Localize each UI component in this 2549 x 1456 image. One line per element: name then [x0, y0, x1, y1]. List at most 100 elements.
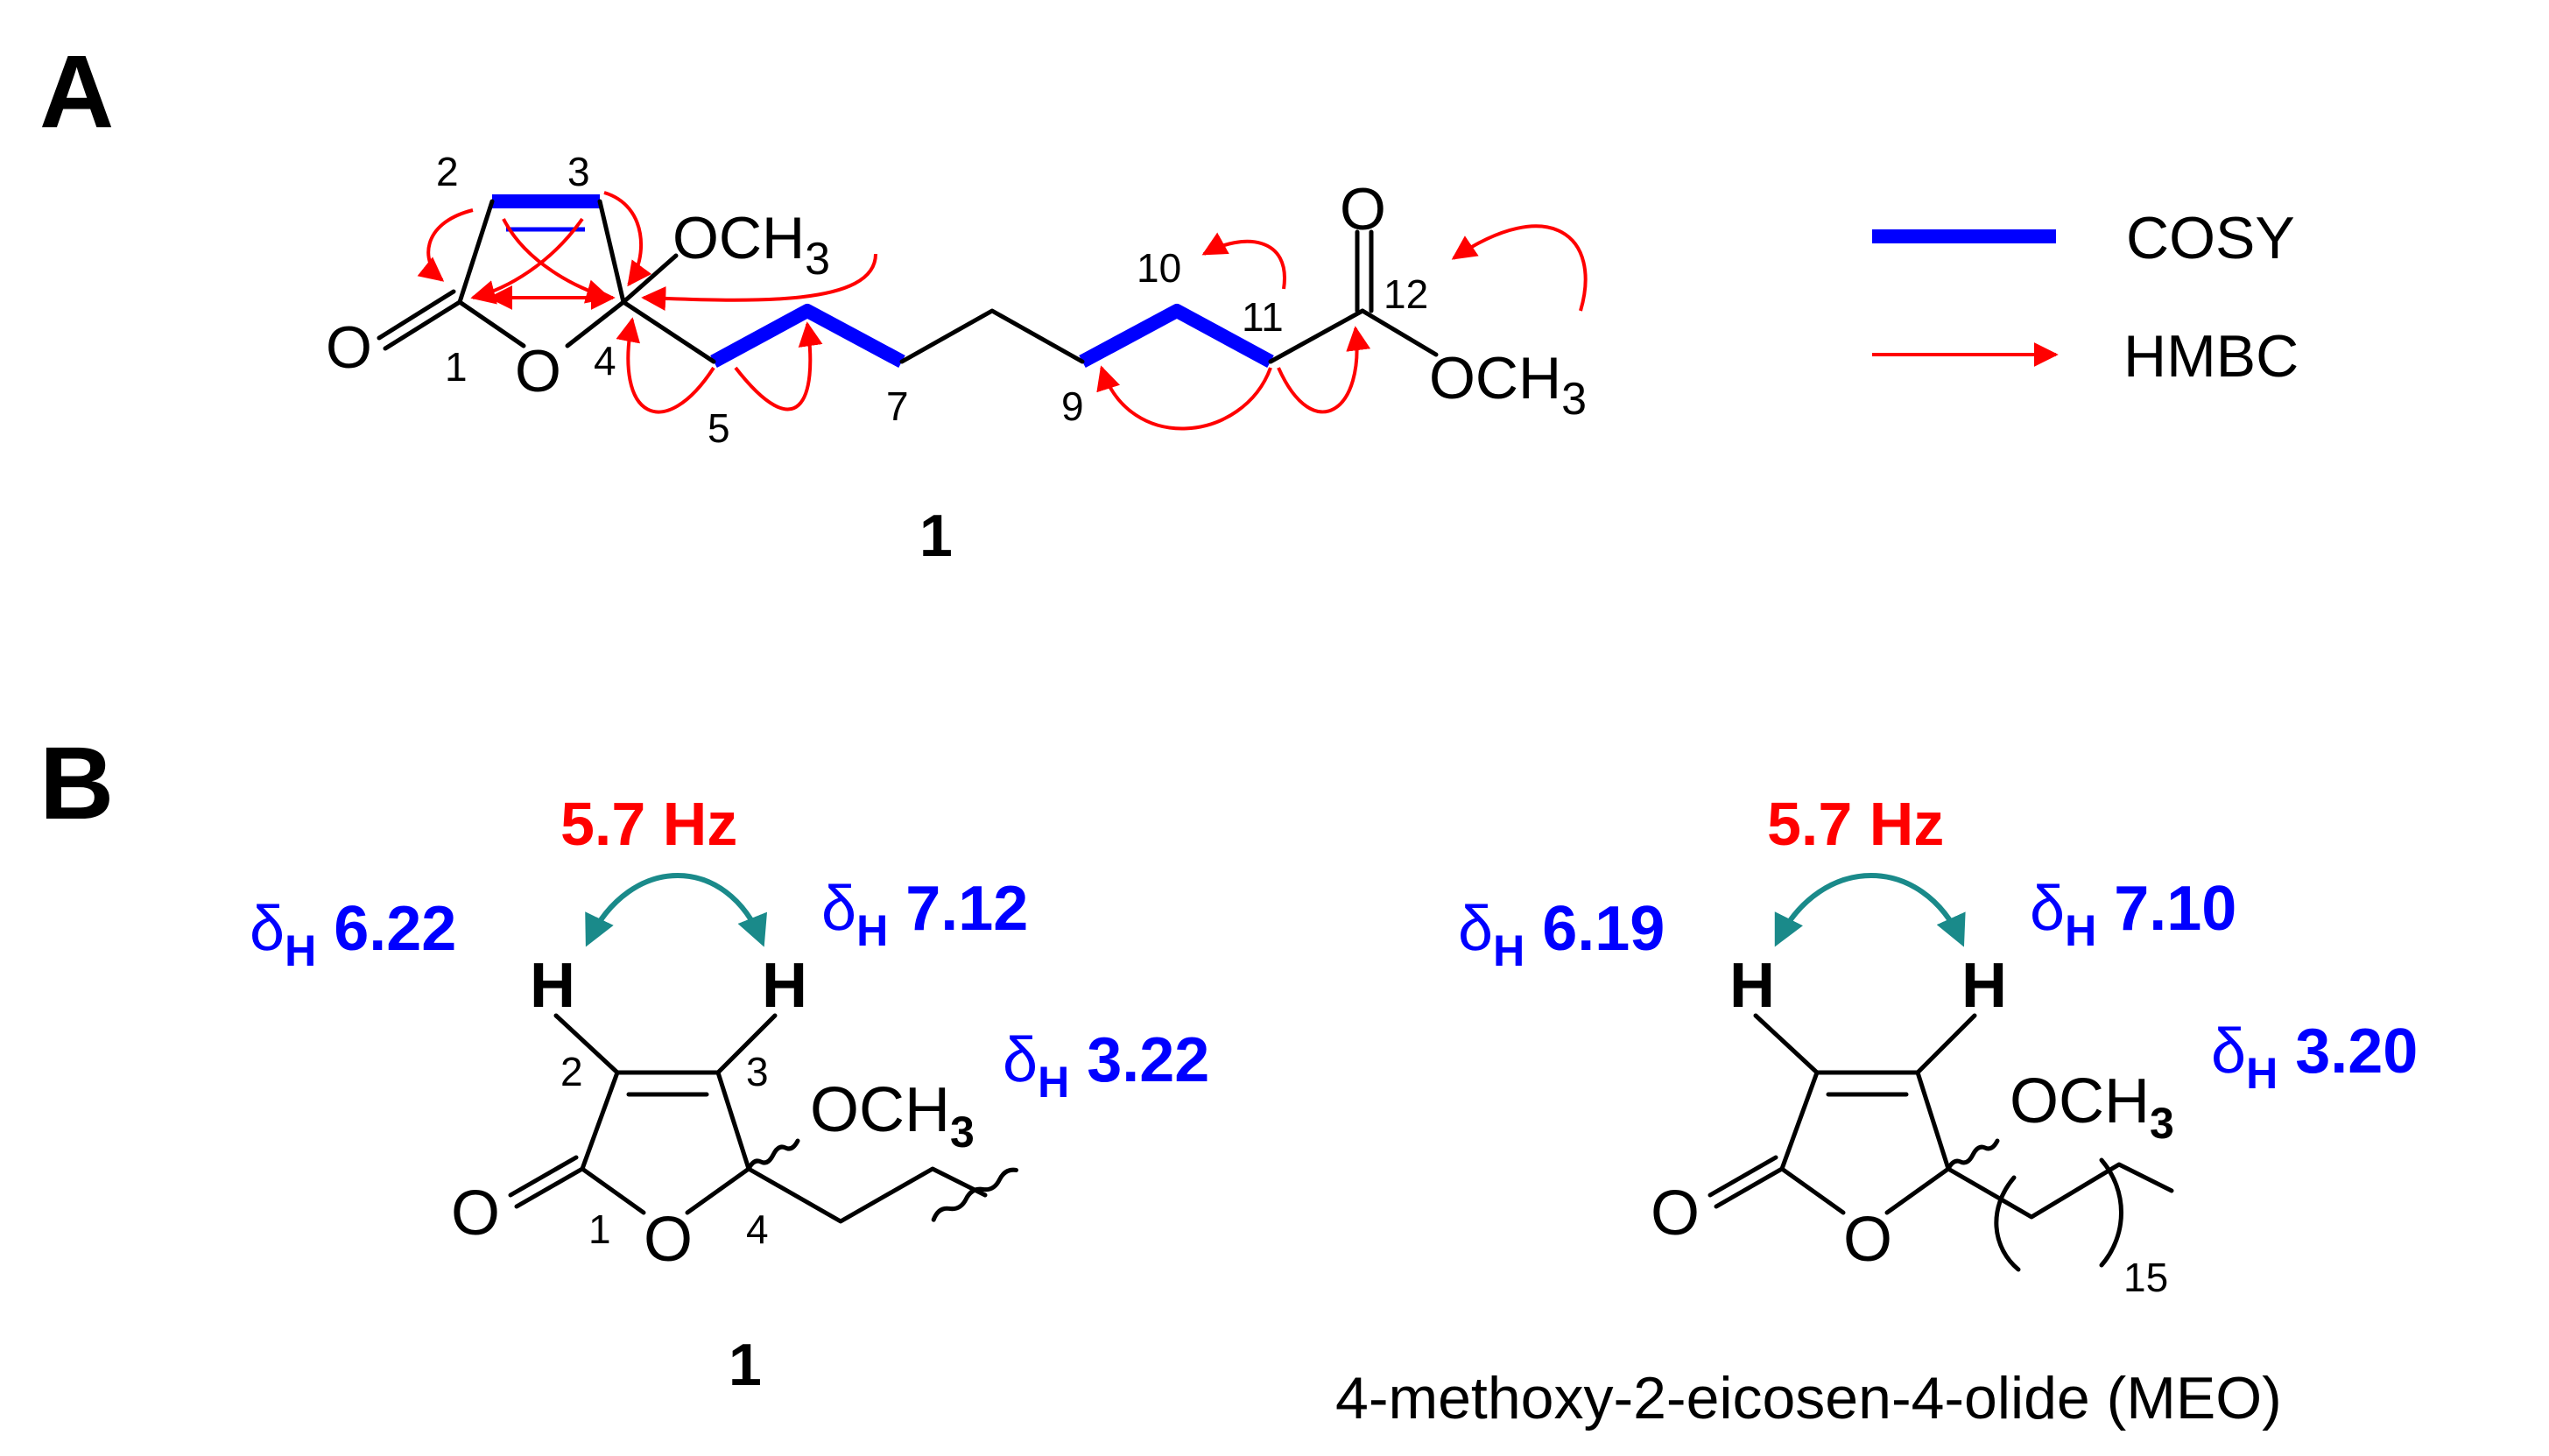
hmbc-arrow-h11-c9	[1096, 365, 1272, 431]
panel-a: A	[39, 34, 2299, 569]
bond-c3-c4-left	[715, 1070, 751, 1171]
atom-ring-o-right: O	[1843, 1205, 1892, 1275]
shift-h3-left: δH 7.12	[821, 874, 1028, 955]
bond-c3-c4	[597, 199, 626, 305]
bond-h3-c3-left	[715, 1013, 778, 1075]
carbon-number-4: 4	[594, 338, 616, 383]
bond-c1-carbonyl-a	[383, 299, 462, 351]
bond-c4-o-right	[1884, 1166, 1951, 1215]
shift-h3-right: δH 7.10	[2030, 874, 2236, 955]
hmbc-arrow-h2-c1	[417, 208, 474, 282]
bond-c1-carbonyl-b	[377, 289, 456, 341]
carbon-number-9: 9	[1061, 383, 1084, 429]
carbon-number-3-left: 3	[746, 1049, 769, 1094]
bond-c1-carbonyl-b-left	[508, 1155, 579, 1198]
atom-carbonyl-o-right: O	[1651, 1178, 1700, 1249]
coupling-arrow-left	[585, 873, 767, 947]
atom-ome-right: OCH3	[2010, 1066, 2174, 1148]
carbon-numbers: 1 2 3 4 5 7 9 10 11 12	[436, 149, 1428, 451]
bond-c3-c4-right	[1915, 1070, 1951, 1171]
cosy-bonds	[492, 194, 1274, 369]
bond-c1-o	[457, 299, 526, 348]
bond-chain-left	[746, 1166, 988, 1224]
atom-ome-left: OCH3	[810, 1075, 975, 1157]
legend: COSY HMBC	[1872, 205, 2299, 390]
bond-c1-carbonyl-a-right	[1714, 1166, 1785, 1209]
hmbc-arrow-ome-c4	[641, 253, 877, 311]
hmbc-arrow-ome-c12	[1451, 224, 1588, 312]
hmbc-arrow-h5-c6	[734, 321, 823, 411]
repeat-bracket-right	[2099, 1157, 2123, 1268]
atom-ring-o: O	[515, 338, 561, 404]
bond-c7-c9	[899, 308, 1085, 364]
shift-ome-right: δH 3.20	[2211, 1016, 2418, 1098]
carbon-number-11: 11	[1242, 294, 1284, 340]
bond-c2-c1-right	[1779, 1070, 1820, 1171]
atom-ring-o-left: O	[644, 1205, 693, 1275]
legend-hmbc-label: HMBC	[2123, 323, 2299, 390]
atom-h3-right: H	[1961, 951, 2007, 1021]
compound-label-1-a: 1	[919, 503, 953, 569]
hmbc-arrow-h5-c4	[616, 317, 715, 414]
atom-ome-c4: OCH3	[672, 205, 830, 285]
repeat-count: 15	[2123, 1255, 2168, 1300]
wavy-bond-chain-end-left	[931, 1167, 1018, 1222]
carbon-number-2: 2	[436, 149, 459, 194]
carbon-number-1: 1	[445, 344, 468, 390]
molecule-1-atoms: O O OCH3 O OCH3	[326, 176, 1587, 425]
cosy-bonds-c5-c7	[710, 304, 905, 369]
wavy-bond-c4-ome-left	[746, 1138, 800, 1171]
panel-a-letter: A	[39, 34, 114, 150]
bond-c1-o-right	[1779, 1166, 1846, 1215]
atom-carbonyl-o-left: O	[451, 1178, 500, 1249]
bond-chain-right	[1946, 1162, 2174, 1220]
atom-h2-left: H	[530, 951, 575, 1021]
bond-c12-ome	[1360, 308, 1439, 357]
shift-h2-right: δH 6.19	[1458, 894, 1665, 975]
carbon-number-4-left: 4	[746, 1206, 769, 1252]
panel-b: B 5.7 Hz δH 6.22 δH 7.12 δH 3.22 H H OCH…	[39, 726, 2418, 1431]
bond-c1-carbonyl-a-left	[514, 1166, 585, 1209]
legend-cosy-label: COSY	[2126, 205, 2295, 271]
coupling-arrow-right	[1774, 873, 1966, 947]
carbon-number-2-left: 2	[560, 1049, 583, 1094]
coupling-label-right: 5.7 Hz	[1767, 790, 1944, 858]
hmbc-arrow-h3-c1	[470, 217, 584, 305]
bond-c11-c12	[1268, 308, 1365, 364]
molecule-1-skeleton	[377, 199, 1439, 364]
compound-name-meo: 4-methoxy-2-eicosen-4-olide (MEO)	[1335, 1365, 2282, 1431]
carbon-number-1-left: 1	[588, 1206, 611, 1252]
carbon-number-10: 10	[1137, 245, 1181, 291]
bond-c2-c1	[457, 199, 495, 305]
hmbc-arrows	[417, 191, 1588, 431]
hmbc-arrow-h11-c12	[1277, 326, 1371, 414]
bond-h3-c3-right	[1915, 1013, 1977, 1075]
shift-h2-left: δH 6.22	[250, 894, 456, 975]
compound-label-1-b: 1	[729, 1332, 762, 1398]
bond-h2-c2-left	[553, 1013, 620, 1075]
panel-b-right-structure: 5.7 Hz δH 6.19 δH 7.10 δH 3.20 H H OCH3 …	[1335, 790, 2418, 1431]
bond-c1-o-left	[580, 1166, 646, 1215]
atom-carbonyl-o: O	[326, 314, 372, 381]
repeat-bracket-left	[1994, 1175, 2021, 1272]
atom-ester-carbonyl-o: O	[1340, 176, 1386, 243]
bond-h2-c2-right	[1753, 1013, 1820, 1075]
carbon-number-12: 12	[1384, 271, 1428, 317]
hmbc-arrow-h11-c10	[1201, 232, 1286, 290]
hmbc-arrow-h3-c4	[603, 191, 652, 287]
coupling-label-left: 5.7 Hz	[560, 790, 737, 858]
bond-c1-carbonyl-b-right	[1708, 1155, 1778, 1198]
bond-c4-c5	[621, 299, 716, 364]
panel-b-letter: B	[39, 726, 114, 841]
atom-ester-ome: OCH3	[1429, 345, 1587, 425]
wavy-bond-c4-ome-right	[1946, 1138, 2000, 1171]
atom-h2-right: H	[1729, 951, 1775, 1021]
shift-ome-left: δH 3.22	[1003, 1025, 1209, 1107]
atom-h3-left: H	[762, 951, 807, 1021]
bond-c2-c1-left	[580, 1070, 620, 1171]
cosy-bonds-c9-c11	[1079, 304, 1274, 369]
panel-b-left-structure: 5.7 Hz δH 6.22 δH 7.12 δH 3.22 H H OCH3 …	[250, 790, 1209, 1398]
carbon-number-5: 5	[708, 405, 730, 451]
carbon-number-7: 7	[886, 383, 909, 429]
